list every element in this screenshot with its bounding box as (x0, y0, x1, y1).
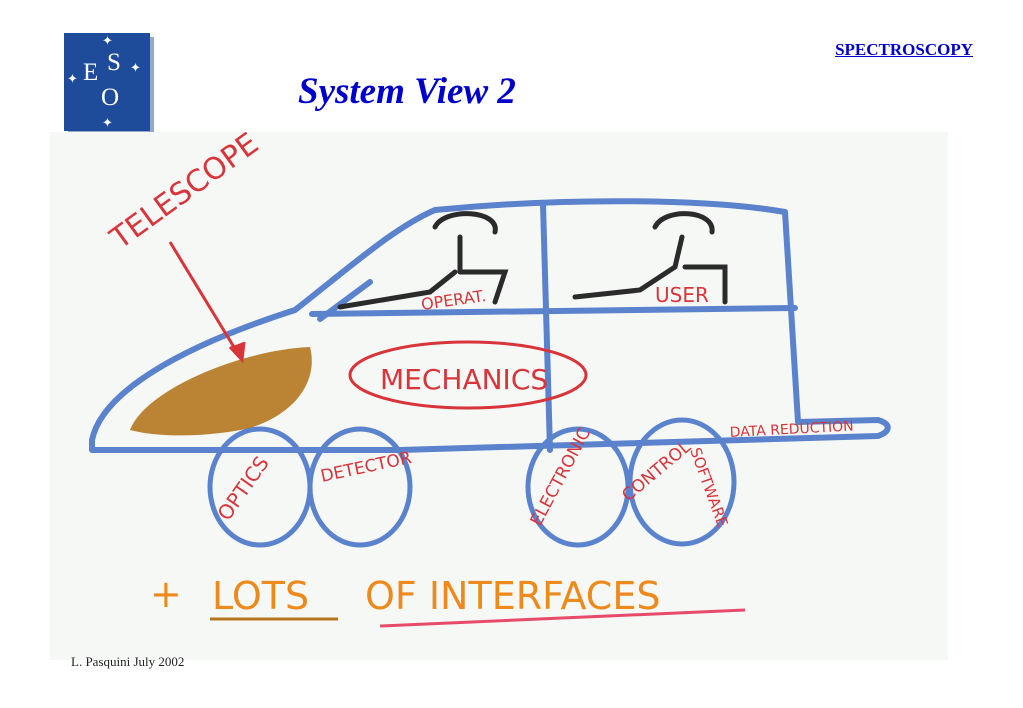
caption-underlines (210, 608, 746, 628)
logo-star-icon: ✦ (67, 72, 78, 87)
mechanics-oval (348, 340, 588, 410)
sketch-drawing: TELESCOPE OPERAT. USER MECHANICS OPTICS … (89, 132, 891, 628)
logo-star-icon: ✦ (102, 116, 113, 131)
section-label: SPECTROSCOPY (835, 40, 973, 59)
caption-plus: + (150, 572, 182, 616)
car-outline (89, 198, 891, 453)
label-electronic: ELECTRONIC (527, 425, 595, 530)
caption-lots: LOTS (212, 574, 309, 618)
car-system-sketch: TELESCOPE OPERAT. USER MECHANICS OPTICS … (50, 132, 948, 660)
caption-interfaces: OF INTERFACES (365, 574, 660, 618)
logo-letter-s: S (107, 49, 121, 76)
car-wheels (207, 417, 737, 548)
logo-letter-e: E (83, 59, 99, 86)
slide-header: ✦ ✦ ✦ ✦ E S O SPECTROSCOPY System View 2 (0, 0, 1023, 140)
label-user: USER (655, 283, 709, 307)
logo-star-icon: ✦ (130, 61, 141, 76)
label-mechanics: MECHANICS (380, 363, 548, 396)
label-data-reduction: DATA REDUCTION (729, 419, 854, 441)
eso-logo: ✦ ✦ ✦ ✦ E S O (64, 33, 150, 131)
car-hood-scribble (130, 347, 312, 436)
logo-star-icon: ✦ (102, 34, 113, 49)
label-telescope: TELESCOPE (103, 132, 265, 257)
logo-letter-o: O (101, 84, 120, 111)
slide-title: System View 2 (298, 71, 516, 112)
label-detector: DETECTOR (319, 448, 414, 487)
label-software: SOFTWARE (686, 445, 731, 529)
driver-figures (337, 211, 728, 310)
telescope-arrow (168, 241, 246, 364)
label-optics: OPTICS (212, 452, 273, 525)
footer-credit: L. Pasquini July 2002 (71, 654, 185, 669)
